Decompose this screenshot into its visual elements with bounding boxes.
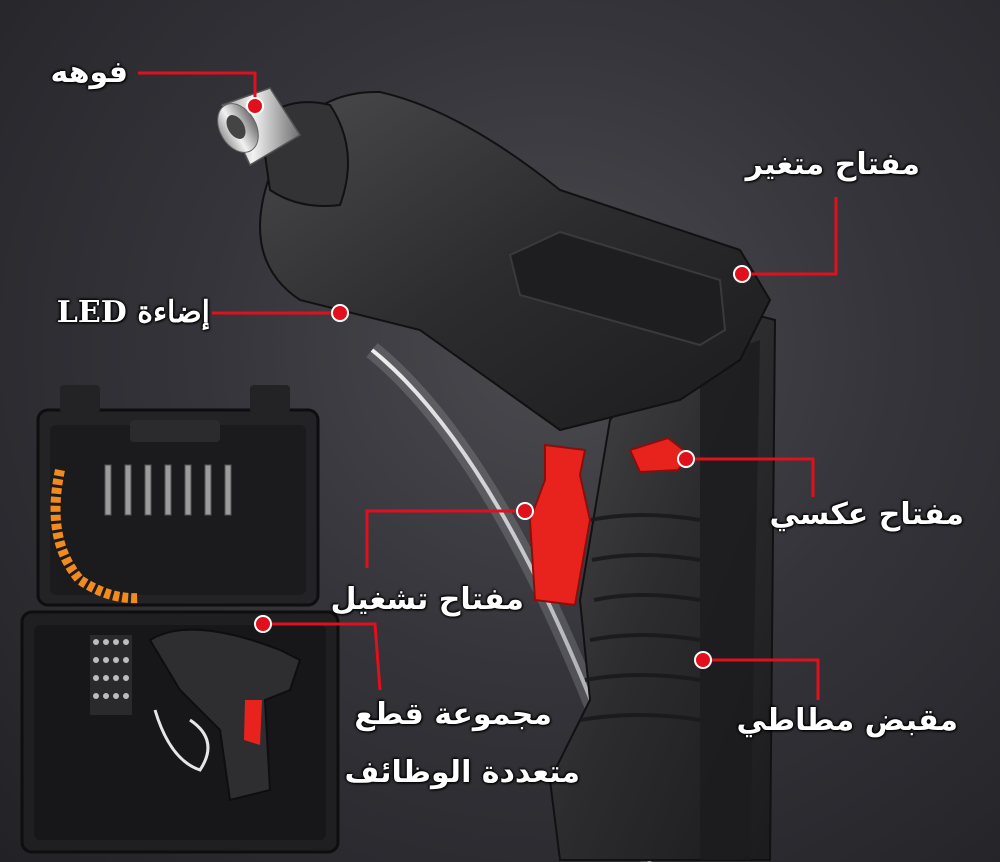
power-switch-label: مفتاح تشغيل <box>330 582 525 617</box>
accessory-set-label-line1: مجموعة قطع <box>354 697 552 732</box>
variable-switch-label: مفتاح متغير <box>745 147 920 182</box>
nozzle-label: فوهه <box>50 55 128 90</box>
callout-power-dot <box>516 502 534 520</box>
callout-power-line <box>365 509 525 568</box>
reverse-switch-label: مفتاح عكسي <box>769 497 964 532</box>
callout-led-dot <box>331 304 349 322</box>
callout-reverse-dot <box>677 450 695 468</box>
callout-lines <box>138 71 838 700</box>
rubber-grip-label: مقبض مطاطي <box>736 703 958 738</box>
callout-dots <box>246 97 751 669</box>
callout-variable-line <box>742 197 838 276</box>
callout-grip-line <box>703 658 820 700</box>
accessory-set-label-line2: متعددة الوظائف <box>344 755 580 790</box>
callout-set-dot <box>254 615 272 633</box>
callout-nozzle-line <box>138 71 257 105</box>
callout-variable-dot <box>733 265 751 283</box>
chuck-nozzle <box>217 87 302 167</box>
power-trigger <box>528 443 592 607</box>
tool-case <box>20 385 340 854</box>
callout-set-line <box>263 622 382 691</box>
callout-nozzle-dot <box>246 97 264 115</box>
screwdriver <box>217 87 777 861</box>
callout-grip-dot <box>694 651 712 669</box>
callout-reverse-line <box>686 457 815 497</box>
led-light-label: إضاءة LED <box>56 295 210 330</box>
